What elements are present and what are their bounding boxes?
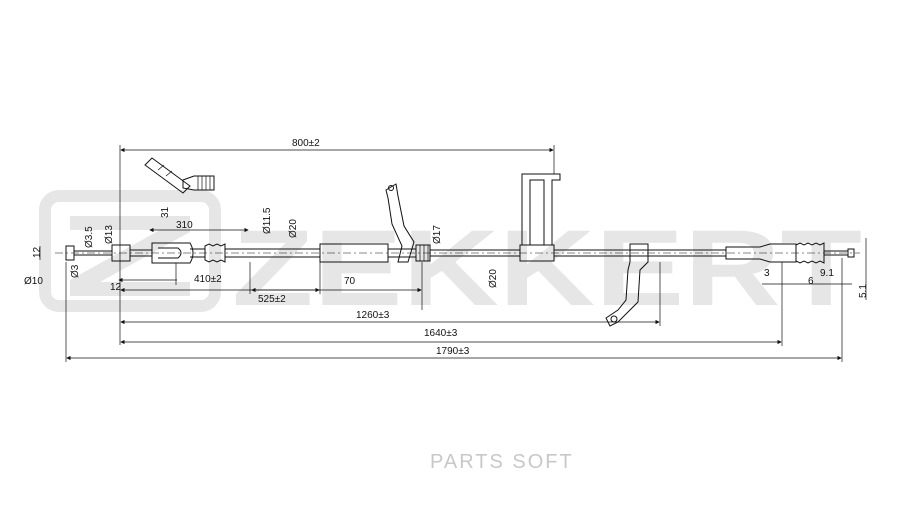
bracket-top	[521, 173, 561, 246]
watermark-logo: ZEKKERT	[39, 190, 862, 328]
left-ferrule	[111, 244, 131, 262]
dim-d10: Ø10	[24, 276, 43, 287]
dim-410: 410±2	[194, 274, 222, 285]
dim-5-1: 5.1	[858, 284, 869, 298]
dim-9-1: 9.1	[820, 268, 834, 279]
extension-lines	[65, 145, 843, 362]
cable-body	[55, 242, 860, 264]
dim-6: 6	[808, 276, 814, 287]
dim-12-left: 12	[32, 246, 43, 258]
dim-800: 800±2	[292, 138, 320, 149]
dim-d3: Ø3	[70, 264, 81, 278]
dimension-labels: 800±2 31 310 Ø11.5 Ø20 Ø17 12 Ø3.5 Ø13 Ø…	[24, 138, 869, 357]
dim-310: 310	[176, 220, 193, 231]
dimension-lines	[39, 147, 867, 361]
logo-frame	[39, 190, 221, 312]
clevis	[151, 242, 194, 264]
dim-1790: 1790±3	[436, 346, 470, 357]
left-rubber-boot	[204, 243, 226, 263]
right-end-nipple	[847, 248, 855, 258]
right-fitting	[725, 243, 797, 263]
watermark-footer: PARTS SOFT	[430, 451, 574, 473]
right-rubber-boot	[795, 242, 825, 264]
left-end-nipple	[65, 245, 75, 261]
dim-1640: 1640±3	[424, 328, 458, 339]
dim-31: 31	[160, 206, 171, 218]
grommet	[319, 243, 389, 263]
dim-12-bottom: 12	[110, 282, 122, 293]
dim-3: 3	[764, 268, 770, 279]
dim-1260: 1260±3	[356, 310, 390, 321]
clip-sleeve	[519, 244, 555, 262]
watermark-brand: ZEKKERT	[232, 207, 862, 328]
mid-ferrule	[415, 244, 431, 262]
dim-d20-bottom: Ø20	[488, 269, 499, 288]
dim-d13: Ø13	[104, 225, 115, 244]
dim-d20-top: Ø20	[288, 219, 299, 238]
clevis-detail-view	[144, 157, 215, 194]
dim-d3-5: Ø3.5	[84, 226, 95, 248]
dim-d11-5: Ø11.5	[262, 207, 273, 234]
dim-525: 525±2	[258, 294, 286, 305]
bracket-left	[385, 183, 415, 263]
dim-d17: Ø17	[432, 225, 443, 244]
dim-70: 70	[344, 276, 356, 287]
